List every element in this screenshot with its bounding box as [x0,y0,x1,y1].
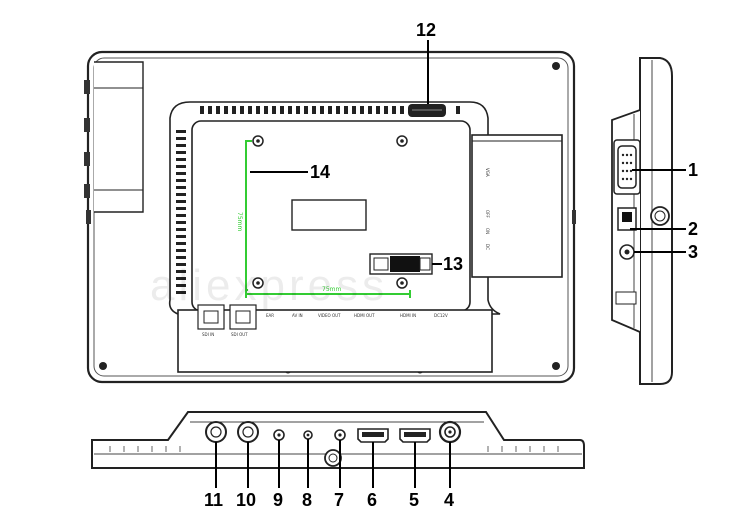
left-side-panel [84,61,576,224]
callout-4: 4 [444,490,454,510]
callout-2: 2 [688,219,698,239]
callout-13: 13 [443,254,463,274]
vga-port[interactable] [617,145,637,189]
callout-14: 14 [310,162,330,182]
label-plate [291,199,367,231]
svg-text:VGA: VGA [485,168,490,177]
vent-slots [176,106,460,294]
vesa-vertical-label: 75mm [236,212,243,231]
port-label-sdi-out: SDI OUT [231,332,248,337]
bottom-ticks [109,446,559,452]
rear-view: 75mm 75mm VGA OFF ON DC SDI [84,20,576,384]
right-side-panel: VGA OFF ON DC [471,134,563,278]
callout-12: 12 [416,20,436,40]
callout-9: 9 [273,490,283,510]
callout-3: 3 [688,242,698,262]
port-label-video-out: VIDEO OUT [318,313,341,318]
callout-11: 11 [204,490,223,510]
watermark: aliexpress [150,261,388,310]
callout-5: 5 [409,490,419,510]
io-ledge: SDI IN SDI OUT EAR AV IN VIDEO OUT HDMI … [177,304,493,373]
callout-6: 6 [367,490,377,510]
port-label-dc: DC12V [434,313,448,318]
callout-1: 1 [688,160,698,180]
bottom-view: 11 10 9 8 7 6 5 4 [91,411,585,510]
callout-8: 8 [302,490,312,510]
svg-text:DC: DC [485,244,490,250]
vesa-dimension: 75mm 75mm [236,140,411,298]
side-view: 1 2 3 [611,57,698,385]
callout-10: 10 [236,490,256,510]
svg-text:ON: ON [485,228,490,234]
port-label-ear: EAR [266,313,274,318]
port-label-hdmi-in: HDMI IN [400,313,416,318]
vesa-holes [252,135,408,289]
rear-power-switch[interactable] [369,253,433,275]
port-label-hdmi-out: HDMI OUT [354,313,375,318]
port-label-av-in: AV IN [292,313,303,318]
svg-text:OFF: OFF [485,210,490,218]
bottom-ports [205,420,462,467]
port-label-sdi-in: SDI IN [202,332,214,337]
vesa-horizontal-label: 75mm [322,286,341,293]
callout-7: 7 [334,490,344,510]
